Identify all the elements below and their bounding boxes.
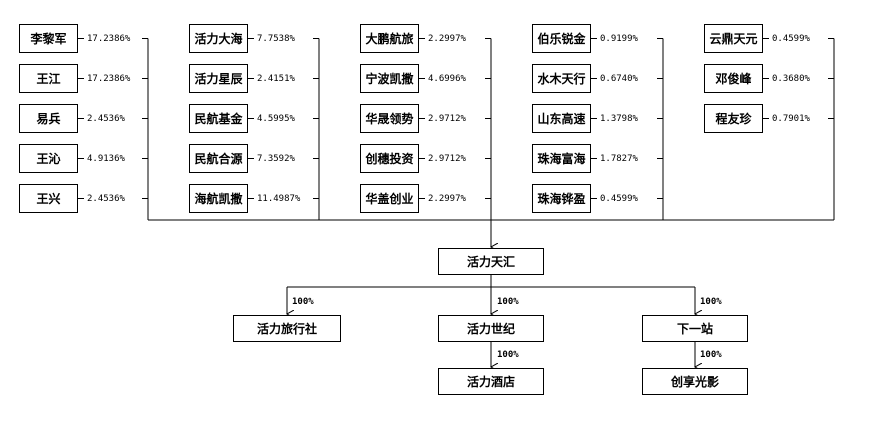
shareholder-name: 民航合源 [194, 152, 243, 166]
shareholder-name: 王兴 [36, 192, 61, 206]
shareholder-name: 山东高速 [537, 112, 586, 126]
subsidiary-name: 活力世纪 [466, 322, 515, 336]
shareholding-percent: 7.3592% [257, 153, 295, 164]
shareholder-box: 邓俊峰 [704, 64, 763, 93]
shareholder-box: 王江 [19, 64, 78, 93]
shareholder-box: 创穗投资 [360, 144, 419, 173]
subsidiary-box-3: 下一站 [642, 315, 748, 342]
shareholding-percent: 0.6740% [600, 73, 638, 84]
shareholder-name: 易兵 [36, 112, 61, 126]
grandchild-name: 创享光影 [670, 375, 719, 389]
shareholder-name: 活力星辰 [194, 72, 243, 86]
shareholder-box: 王兴 [19, 184, 78, 213]
shareholding-percent: 2.4536% [87, 113, 125, 124]
shareholder-box: 王沁 [19, 144, 78, 173]
shareholding-percent: 0.4599% [600, 193, 638, 204]
shareholder-box: 大鹏航旅 [360, 24, 419, 53]
subsidiary-box-1: 活力旅行社 [233, 315, 341, 342]
shareholder-box: 海航凯撒 [189, 184, 248, 213]
shareholding-percent: 7.7538% [257, 33, 295, 44]
shareholder-name: 云鼎天元 [709, 32, 758, 46]
shareholding-percent: 1.3798% [600, 113, 638, 124]
shareholder-name: 华盖创业 [365, 192, 414, 206]
shareholding-percent: 17.2386% [87, 73, 131, 84]
shareholding-percent: 4.5995% [257, 113, 295, 124]
shareholder-name: 王沁 [36, 152, 61, 166]
shareholding-percent: 2.9712% [428, 153, 466, 164]
shareholding-percent: 2.4151% [257, 73, 295, 84]
shareholder-name: 伯乐锐金 [537, 32, 586, 46]
shareholding-percent: 0.9199% [600, 33, 638, 44]
shareholding-percent: 2.2997% [428, 193, 466, 204]
shareholding-percent: 2.2997% [428, 33, 466, 44]
shareholding-percent: 0.7901% [772, 113, 810, 124]
shareholding-percent: 2.9712% [428, 113, 466, 124]
shareholding-percent: 0.4599% [772, 33, 810, 44]
shareholder-box: 珠海铧盈 [532, 184, 591, 213]
shareholder-box: 华晟领势 [360, 104, 419, 133]
shareholder-name: 大鹏航旅 [365, 32, 414, 46]
shareholder-box: 云鼎天元 [704, 24, 763, 53]
shareholder-name: 程友珍 [715, 112, 752, 126]
shareholder-box: 活力星辰 [189, 64, 248, 93]
shareholder-box: 程友珍 [704, 104, 763, 133]
shareholder-box: 易兵 [19, 104, 78, 133]
ownership-percent-label: 100% [700, 297, 722, 307]
grandchild-box-1: 活力酒店 [438, 368, 544, 395]
grandchild-name: 活力酒店 [466, 375, 515, 389]
shareholding-percent: 4.6996% [428, 73, 466, 84]
parent-company-name: 活力天汇 [466, 255, 515, 269]
shareholder-name: 水木天行 [537, 72, 586, 86]
subsidiary-name: 下一站 [676, 322, 713, 336]
shareholding-percent: 2.4536% [87, 193, 125, 204]
shareholder-box: 山东高速 [532, 104, 591, 133]
shareholder-name: 宁波凯撒 [365, 72, 414, 86]
shareholding-percent: 17.2386% [87, 33, 131, 44]
shareholding-percent: 0.3680% [772, 73, 810, 84]
grandchild-box-2: 创享光影 [642, 368, 748, 395]
shareholding-percent: 11.4987% [257, 193, 301, 204]
shareholder-box: 珠海富海 [532, 144, 591, 173]
shareholder-box: 活力大海 [189, 24, 248, 53]
shareholder-box: 水木天行 [532, 64, 591, 93]
ownership-percent-label: 100% [497, 350, 519, 360]
shareholder-name: 李黎军 [30, 32, 67, 46]
shareholder-box: 民航基金 [189, 104, 248, 133]
shareholder-name: 活力大海 [194, 32, 243, 46]
shareholder-box: 伯乐锐金 [532, 24, 591, 53]
ownership-percent-label: 100% [497, 297, 519, 307]
shareholder-name: 珠海富海 [537, 152, 586, 166]
shareholder-name: 华晟领势 [365, 112, 414, 126]
shareholder-name: 王江 [36, 72, 61, 86]
shareholding-percent: 1.7827% [600, 153, 638, 164]
shareholding-percent: 4.9136% [87, 153, 125, 164]
shareholder-name: 珠海铧盈 [537, 192, 586, 206]
shareholder-name: 邓俊峰 [715, 72, 752, 86]
shareholder-name: 创穗投资 [365, 152, 414, 166]
subsidiary-name: 活力旅行社 [256, 322, 317, 336]
parent-company-box: 活力天汇 [438, 248, 544, 275]
shareholder-box: 民航合源 [189, 144, 248, 173]
shareholder-name: 民航基金 [194, 112, 243, 126]
ownership-percent-label: 100% [292, 297, 314, 307]
shareholder-box: 宁波凯撒 [360, 64, 419, 93]
shareholder-box: 华盖创业 [360, 184, 419, 213]
shareholder-box: 李黎军 [19, 24, 78, 53]
shareholder-name: 海航凯撒 [194, 192, 243, 206]
ownership-percent-label: 100% [700, 350, 722, 360]
subsidiary-box-2: 活力世纪 [438, 315, 544, 342]
